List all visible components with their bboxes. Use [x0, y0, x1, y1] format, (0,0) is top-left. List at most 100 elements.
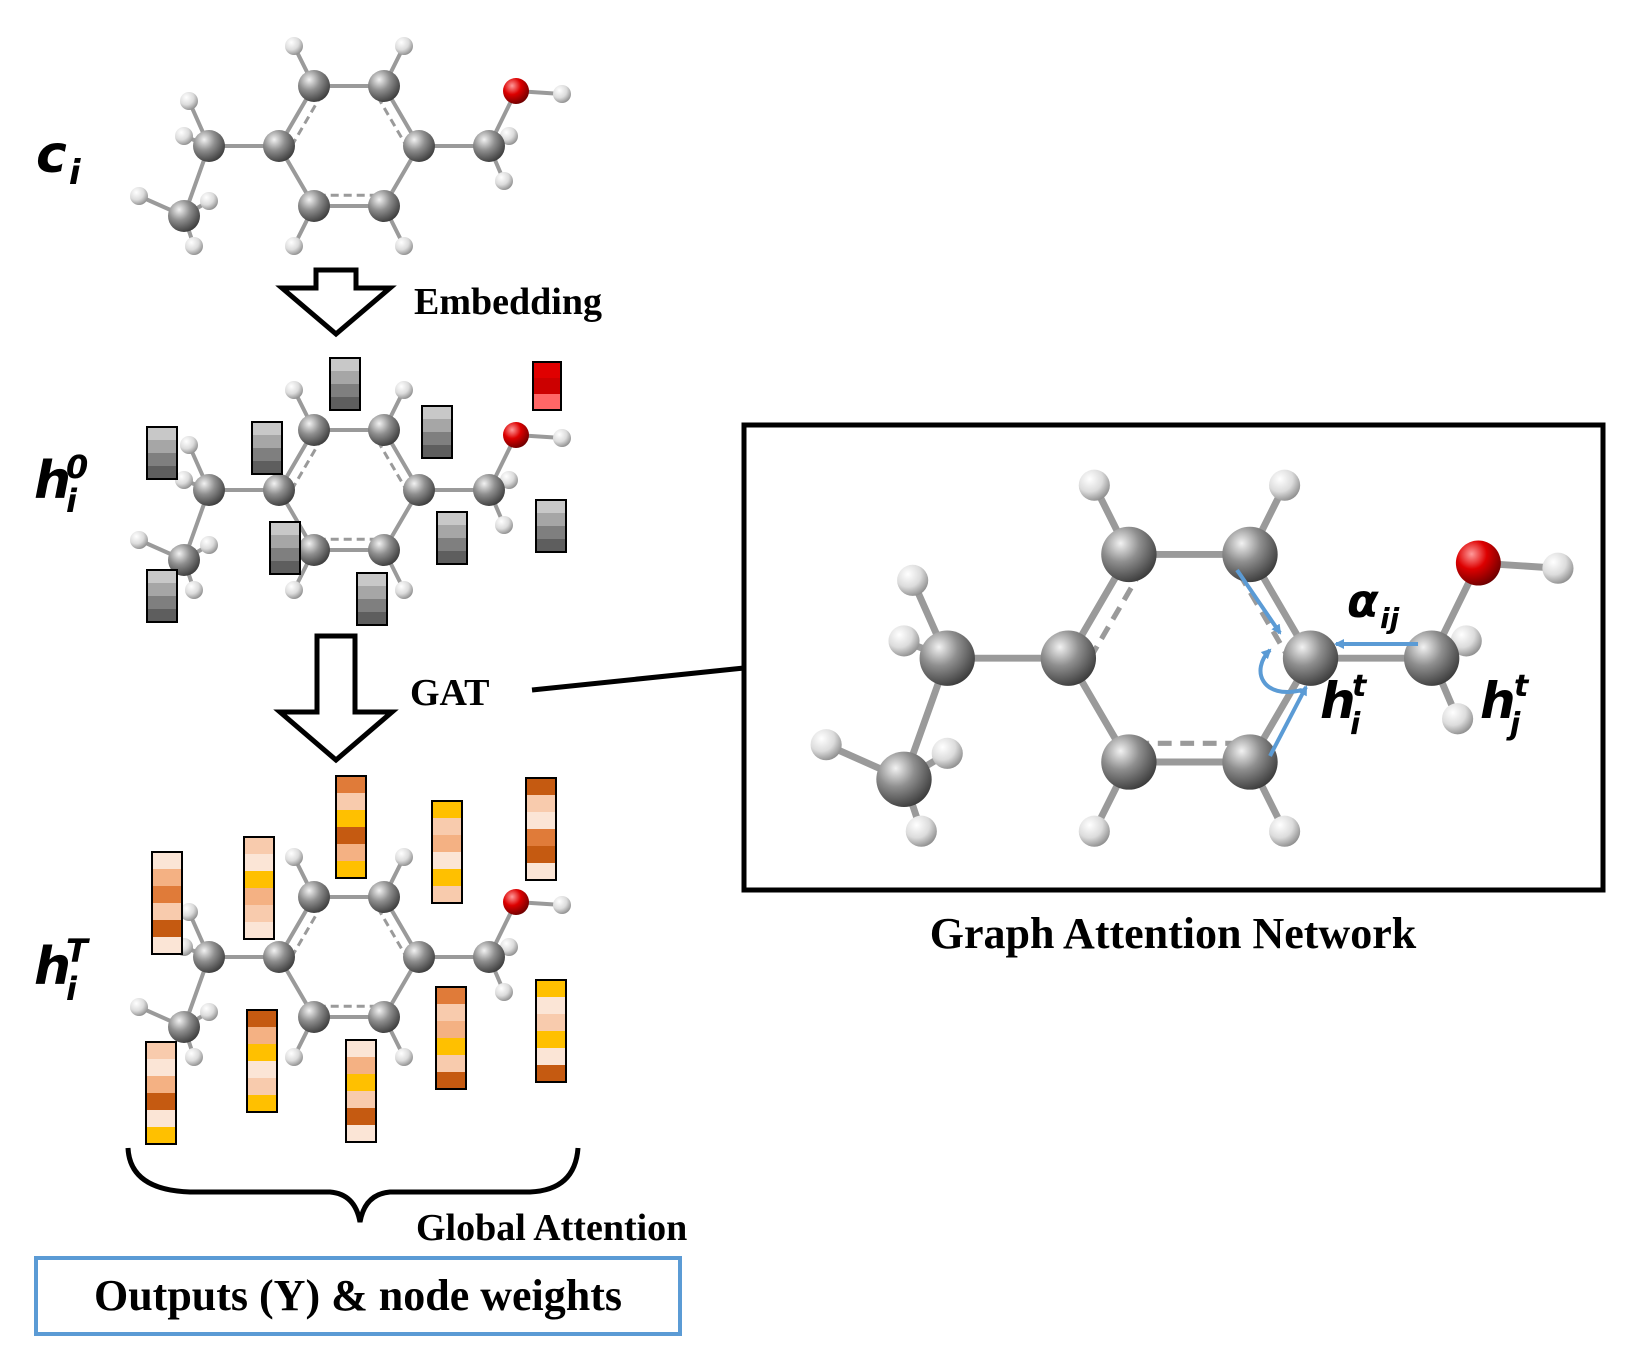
hydrogen-atom [495, 516, 513, 534]
hydrogen-atom [553, 429, 571, 447]
feature-cell [533, 394, 561, 410]
label-hT: h [34, 937, 71, 997]
feature-cell [146, 1127, 176, 1144]
aromatic-bond [376, 440, 408, 491]
label-h0: h [34, 451, 71, 511]
hydrogen-atom [285, 581, 303, 599]
aromatic-bond [290, 907, 322, 958]
hydrogen-atom [495, 983, 513, 1001]
feature-cell [247, 1078, 277, 1095]
feature-cell [336, 810, 366, 827]
feature-cell [146, 1110, 176, 1127]
hydrogen-atom [200, 192, 218, 210]
label-h0-sub: i [66, 482, 78, 520]
label-h-j-t-sub: j [1506, 707, 1521, 742]
feature-cell [346, 1040, 376, 1057]
feature-cell [244, 888, 274, 905]
feature-vector [436, 511, 468, 565]
feature-cell [270, 561, 300, 574]
hydrogen-atom [1442, 703, 1474, 735]
feature-cell [346, 1074, 376, 1091]
feature-vector [151, 851, 183, 955]
outputs-box [34, 1256, 682, 1336]
feature-cell [247, 1061, 277, 1078]
feature-cell [536, 1014, 566, 1031]
feature-vector [535, 499, 567, 553]
hydrogen-atom [185, 581, 203, 599]
molecule-h0 [130, 381, 571, 599]
hydrogen-atom [200, 1003, 218, 1021]
hydrogen-atom [500, 938, 518, 956]
feature-cell [330, 371, 360, 384]
feature-cell [422, 419, 452, 432]
hydrogen-atom [1542, 552, 1574, 584]
hydrogen-atom [905, 815, 937, 847]
carbon-atom [168, 544, 200, 576]
feature-cell [533, 378, 561, 394]
aromatic-bond [290, 96, 322, 147]
hydrogen-atom [395, 381, 413, 399]
feature-cell [422, 406, 452, 419]
feature-cell [152, 920, 182, 937]
feature-cell [330, 397, 360, 410]
carbon-atom [368, 1001, 400, 1033]
carbon-atom [1222, 734, 1278, 790]
feature-cell [146, 1059, 176, 1076]
feature-cell [247, 1027, 277, 1044]
feature-cell [336, 793, 366, 810]
feature-cell [244, 837, 274, 854]
feature-cell [536, 526, 566, 539]
feature-cell [346, 1108, 376, 1125]
hydrogen-atom [285, 1048, 303, 1066]
molecule-gat-zoom [810, 469, 1574, 847]
feature-vector [146, 569, 178, 623]
feature-cell [536, 1048, 566, 1065]
gat-arrow [273, 633, 399, 764]
carbon-atom [403, 130, 435, 162]
carbon-atom [168, 200, 200, 232]
feature-cell [533, 362, 561, 378]
feature-cell [432, 818, 462, 835]
hydrogen-atom [395, 37, 413, 55]
feature-cell [244, 922, 274, 939]
feature-cell [147, 609, 177, 622]
feature-cell [526, 846, 556, 863]
embedding-arrow [275, 267, 397, 338]
feature-cell [152, 903, 182, 920]
carbon-atom [263, 941, 295, 973]
feature-cell [330, 384, 360, 397]
hydrogen-atom [553, 85, 571, 103]
feature-cell [336, 844, 366, 861]
global-attention-brace [125, 1147, 581, 1223]
carbon-atom [368, 881, 400, 913]
feature-cell [152, 886, 182, 903]
feature-cell [432, 869, 462, 886]
carbon-atom [298, 881, 330, 913]
feature-vector [251, 421, 283, 475]
feature-cell [437, 512, 467, 525]
feature-cell [536, 1031, 566, 1048]
feature-cell [436, 987, 466, 1004]
feature-cell [147, 583, 177, 596]
embedding-feature-vectors [146, 357, 567, 626]
gat-zoom-title: Graph Attention Network [930, 909, 1417, 958]
feature-cell [526, 795, 556, 812]
feature-cell [436, 1004, 466, 1021]
label-h-i-t-sub: i [1350, 707, 1361, 742]
feature-cell [336, 776, 366, 793]
carbon-atom [298, 414, 330, 446]
hydrogen-atom [395, 237, 413, 255]
hydrogen-atom [395, 581, 413, 599]
feature-cell [147, 570, 177, 583]
hydrogen-atom [185, 237, 203, 255]
feature-cell [357, 573, 387, 586]
feature-cell [432, 835, 462, 852]
feature-vector [329, 357, 361, 411]
carbon-atom [1282, 630, 1339, 686]
carbon-atom [473, 941, 505, 973]
feature-cell [346, 1091, 376, 1108]
hydrogen-atom [130, 187, 148, 205]
carbon-atom [473, 474, 505, 506]
feature-cell [536, 997, 566, 1014]
